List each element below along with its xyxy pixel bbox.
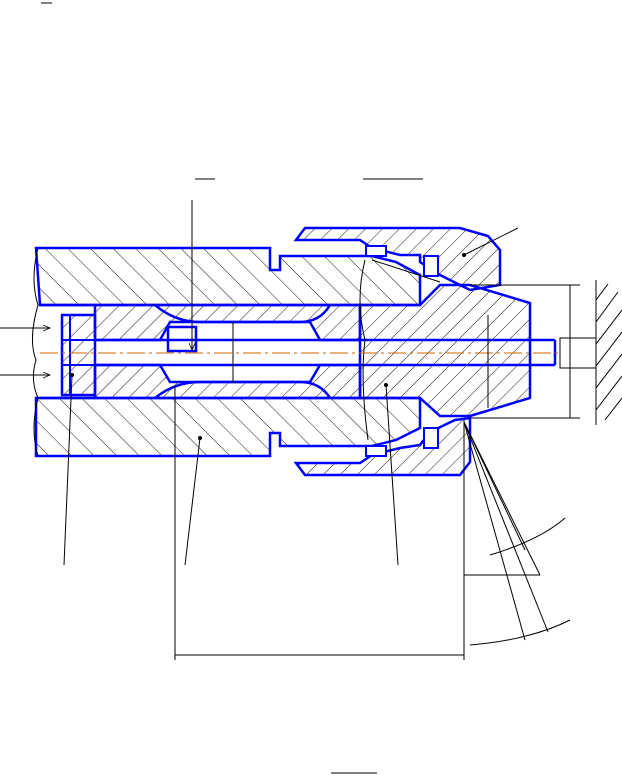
nut-upper (293, 226, 502, 292)
leader-lines (63, 227, 571, 646)
nut-lower (293, 416, 472, 477)
body-lower-wall (34, 396, 422, 458)
bore-lines (40, 303, 557, 400)
dimension-lines (174, 200, 580, 660)
title-underlines (41, 2, 423, 774)
break-line (32, 247, 369, 457)
left-plug (60, 313, 97, 397)
workpiece (559, 280, 622, 425)
collet-cone (358, 283, 532, 418)
leader-dots (70, 253, 466, 440)
left-port-arrows (0, 328, 50, 375)
body-upper-wall (34, 246, 422, 307)
